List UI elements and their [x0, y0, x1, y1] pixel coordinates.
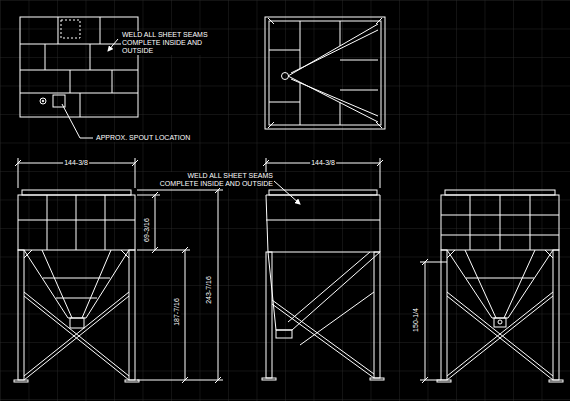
hopper-plan-view: [265, 17, 385, 129]
spout-note: APPROX. SPOUT LOCATION: [95, 134, 191, 142]
dimension-text: 243-7/16: [205, 275, 213, 305]
dimension-text: 69-3/16: [143, 217, 151, 243]
weld-note: WELD ALL SHEET SEAMS COMPLETE INSIDE AND…: [121, 31, 221, 55]
weld-note: WELD ALL SHEET SEAMS COMPLETE INSIDE AND…: [146, 172, 274, 188]
dimension-text: 144-3/8: [63, 159, 89, 167]
dimension-text: 187-7/16: [173, 297, 181, 327]
dimension-text: 144-3/8: [310, 159, 336, 167]
end-elevation: [420, 190, 563, 383]
side-elevation: [262, 158, 384, 380]
dimension-text: 150-1/4: [412, 307, 420, 333]
front-elevation: [14, 158, 223, 383]
